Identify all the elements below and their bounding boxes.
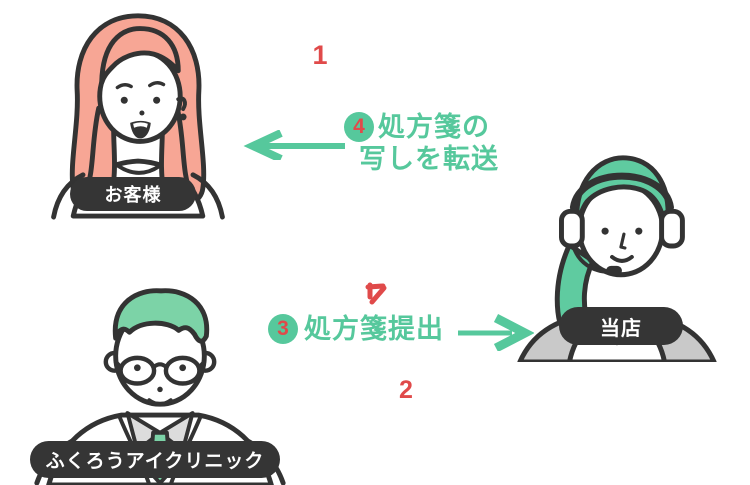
- store-label-text: 当店: [600, 317, 642, 340]
- customer-label: お客様: [70, 177, 196, 211]
- clinic-label: ふくろうアイクリニック: [30, 441, 280, 478]
- step-4-annotation: 4 処方箋の 写しを転送: [344, 112, 499, 173]
- small-red-arrow-icon: [363, 281, 391, 307]
- step-4-text-line1: 処方箋の: [378, 111, 490, 142]
- arrow-left-icon: [243, 130, 349, 160]
- step-4-badge: 4: [344, 112, 374, 142]
- arrow-right-icon: [454, 313, 534, 351]
- clinic-label-text: ふくろうアイクリニック: [45, 451, 265, 472]
- step-3-text: 処方箋提出: [304, 313, 444, 344]
- step-1-number: 1: [312, 40, 328, 70]
- step-2-number: 2: [399, 376, 413, 404]
- store-label: 当店: [559, 307, 683, 345]
- step-4-text-line2: 写しを転送: [359, 144, 499, 174]
- customer-label-text: お客様: [104, 185, 162, 205]
- step-3-annotation: 3 処方箋提出: [268, 314, 444, 344]
- step-3-badge: 3: [268, 314, 298, 344]
